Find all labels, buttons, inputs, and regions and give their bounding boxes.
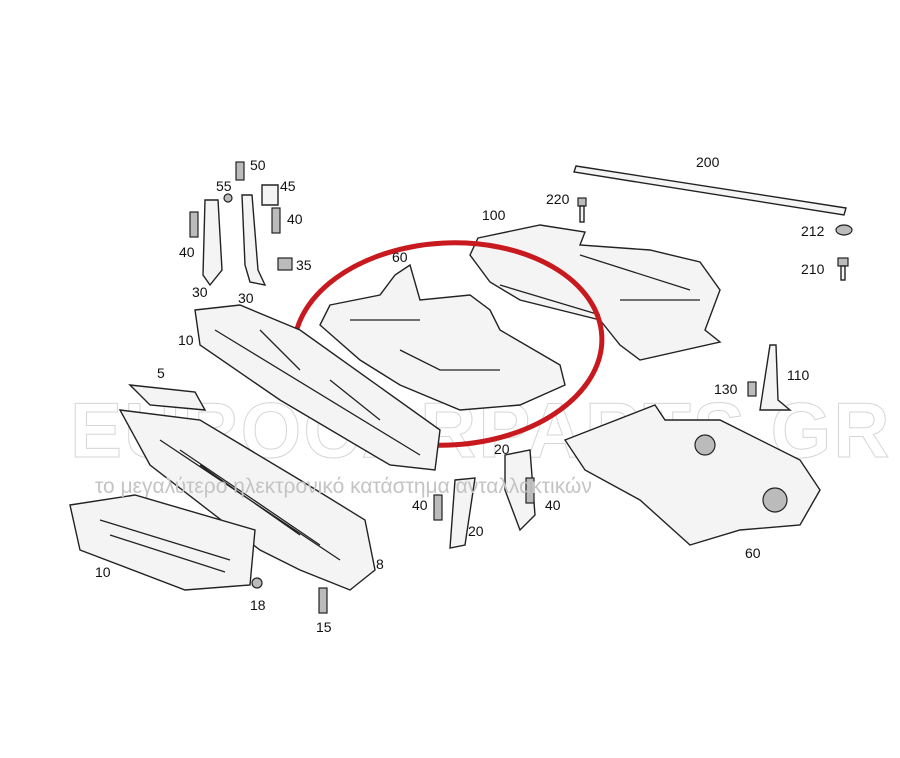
- callout-40-a: 40: [287, 211, 303, 227]
- callout-30-b: 30: [238, 290, 254, 306]
- callout-210: 210: [801, 261, 825, 277]
- part-35-clip: [277, 257, 293, 271]
- part-5-bracket: [128, 384, 207, 411]
- part-45-clip: [261, 184, 279, 206]
- part-40-bolt-a: [271, 207, 281, 234]
- callout-45: 45: [280, 178, 296, 194]
- part-30-bracket-left: [202, 199, 223, 287]
- callout-40-d: 40: [545, 497, 561, 513]
- part-60-right-panel: [563, 404, 821, 546]
- callout-20-b: 20: [468, 523, 484, 539]
- part-55-nut: [223, 193, 233, 203]
- callout-110: 110: [787, 367, 810, 383]
- callout-50: 50: [250, 157, 266, 173]
- callout-18: 18: [250, 597, 266, 613]
- part-30-bracket-right: [241, 194, 267, 286]
- part-210-bolt: [837, 257, 849, 281]
- part-10-carrier: [194, 304, 441, 471]
- callout-55: 55: [216, 178, 232, 194]
- callout-40-c: 40: [412, 497, 428, 513]
- callout-60-right: 60: [745, 545, 761, 561]
- callout-8: 8: [376, 556, 384, 572]
- watermark-tagline: το μεγαλύτερο ηλεκτρονικό κατάστημα αντα…: [95, 475, 592, 498]
- callout-40-b: 40: [179, 244, 195, 260]
- part-50-bolt: [235, 161, 245, 181]
- callout-30-a: 30: [192, 284, 208, 300]
- part-15-bolt: [318, 587, 328, 614]
- part-8-lower-panel: [118, 409, 376, 591]
- callout-212: 212: [801, 223, 825, 239]
- part-40-bolt-b: [189, 211, 199, 238]
- callout-100: 100: [482, 207, 506, 223]
- callout-10-tray: 10: [95, 564, 111, 580]
- callout-15: 15: [316, 619, 332, 635]
- part-20-bracket-a: [504, 449, 536, 532]
- part-18-nut: [251, 577, 263, 589]
- part-212-washer: [835, 224, 853, 236]
- part-40-bolt-d: [525, 477, 535, 504]
- callout-200: 200: [696, 154, 720, 170]
- callout-20-a: 20: [494, 441, 510, 457]
- part-220-bolt: [577, 197, 587, 223]
- part-40-bolt-c: [433, 494, 443, 521]
- part-60-panel-highlighted: [319, 263, 566, 411]
- callout-35: 35: [296, 257, 312, 273]
- callout-60-highlighted: 60: [392, 249, 408, 265]
- part-20-bracket-b: [449, 477, 476, 549]
- callout-130: 130: [714, 381, 738, 397]
- callout-220: 220: [546, 191, 570, 207]
- part-130-clip: [747, 381, 757, 397]
- part-200-strut: [573, 165, 847, 216]
- callout-5: 5: [157, 365, 165, 381]
- callout-10-carrier: 10: [178, 332, 194, 348]
- part-110-bracket: [759, 344, 792, 411]
